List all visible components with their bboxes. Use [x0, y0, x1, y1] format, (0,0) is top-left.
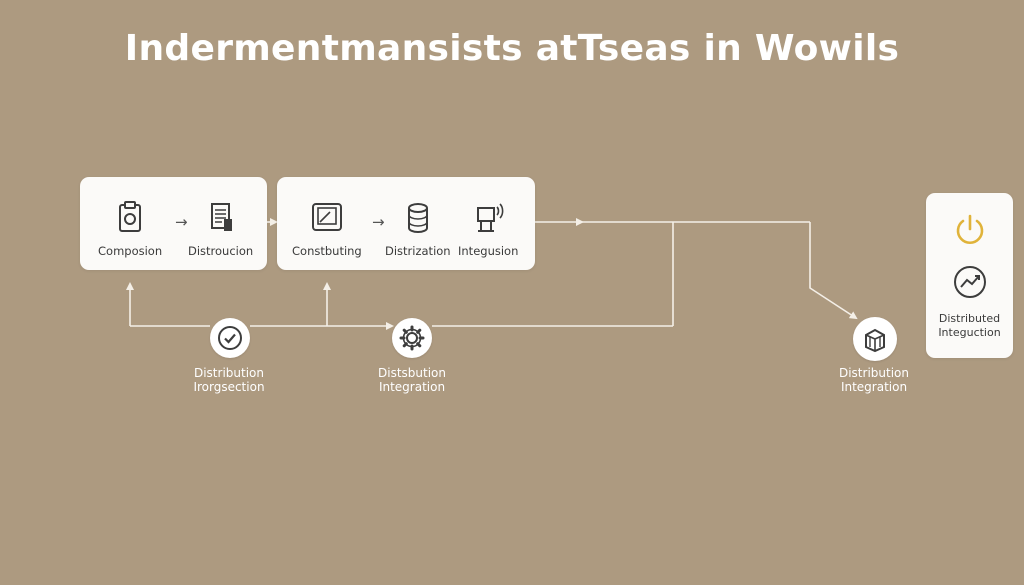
item-label: Distroucion: [188, 244, 254, 258]
check-circle-icon: [218, 326, 242, 350]
node-distsbution-integration[interactable]: [392, 318, 432, 358]
item-distroucion[interactable]: Distroucion: [188, 199, 253, 258]
arrow-right-icon: →: [372, 213, 385, 231]
card-composition: Composion → Distroucion: [80, 177, 267, 270]
node-label-1: Distribution Irorgsection: [164, 366, 294, 394]
item-composion[interactable]: Composion: [98, 199, 162, 258]
box-icon: [865, 328, 885, 353]
arrow-right-icon: →: [175, 213, 188, 231]
node-1-line1: Distribution: [193, 366, 264, 380]
tablet-icon: [311, 203, 342, 231]
item-integusion[interactable]: Integusion: [458, 199, 518, 258]
item-distrization[interactable]: Distrization: [385, 199, 451, 258]
item-constbuting[interactable]: Constbuting: [292, 199, 362, 258]
trend-chart-icon: [954, 266, 986, 298]
node-label-2: Distsbution Integration: [347, 366, 477, 394]
card-constbuting: Constbuting → Distrization Integusion: [277, 177, 535, 270]
node-3-line2: Integration: [840, 380, 908, 394]
antenna-icon: [477, 203, 504, 232]
node-2-line2: Integration: [378, 380, 446, 394]
gear-icon: [399, 325, 425, 351]
document-icon: [210, 203, 232, 231]
node-label-3: Distribution Integration: [809, 366, 939, 394]
side-card-label: Distributed Integuction: [926, 312, 1013, 340]
item-label: Distrization: [385, 244, 451, 258]
item-label: Constbuting: [292, 244, 362, 258]
power-icon: [956, 214, 984, 244]
card-distributed-integuction[interactable]: [926, 193, 1013, 358]
connector-to-box-node: [809, 222, 858, 320]
clipboard-icon: [119, 201, 142, 232]
node-1-line2: Irorgsection: [193, 380, 265, 394]
node-distribution-integration[interactable]: [853, 317, 897, 361]
item-label: Integusion: [458, 244, 519, 258]
database-icon: [407, 203, 428, 234]
node-distribution-irorgsection[interactable]: [210, 318, 250, 358]
node-2-line1: Distsbution: [378, 366, 446, 380]
node-3-line1: Distribution: [838, 366, 909, 380]
side-label-line2: Integuction: [938, 326, 1001, 339]
item-label: Composion: [98, 244, 163, 258]
side-label-line1: Distributed: [938, 312, 1001, 325]
page-title: Indermentmansists atTseas in Wowils: [124, 28, 900, 69]
